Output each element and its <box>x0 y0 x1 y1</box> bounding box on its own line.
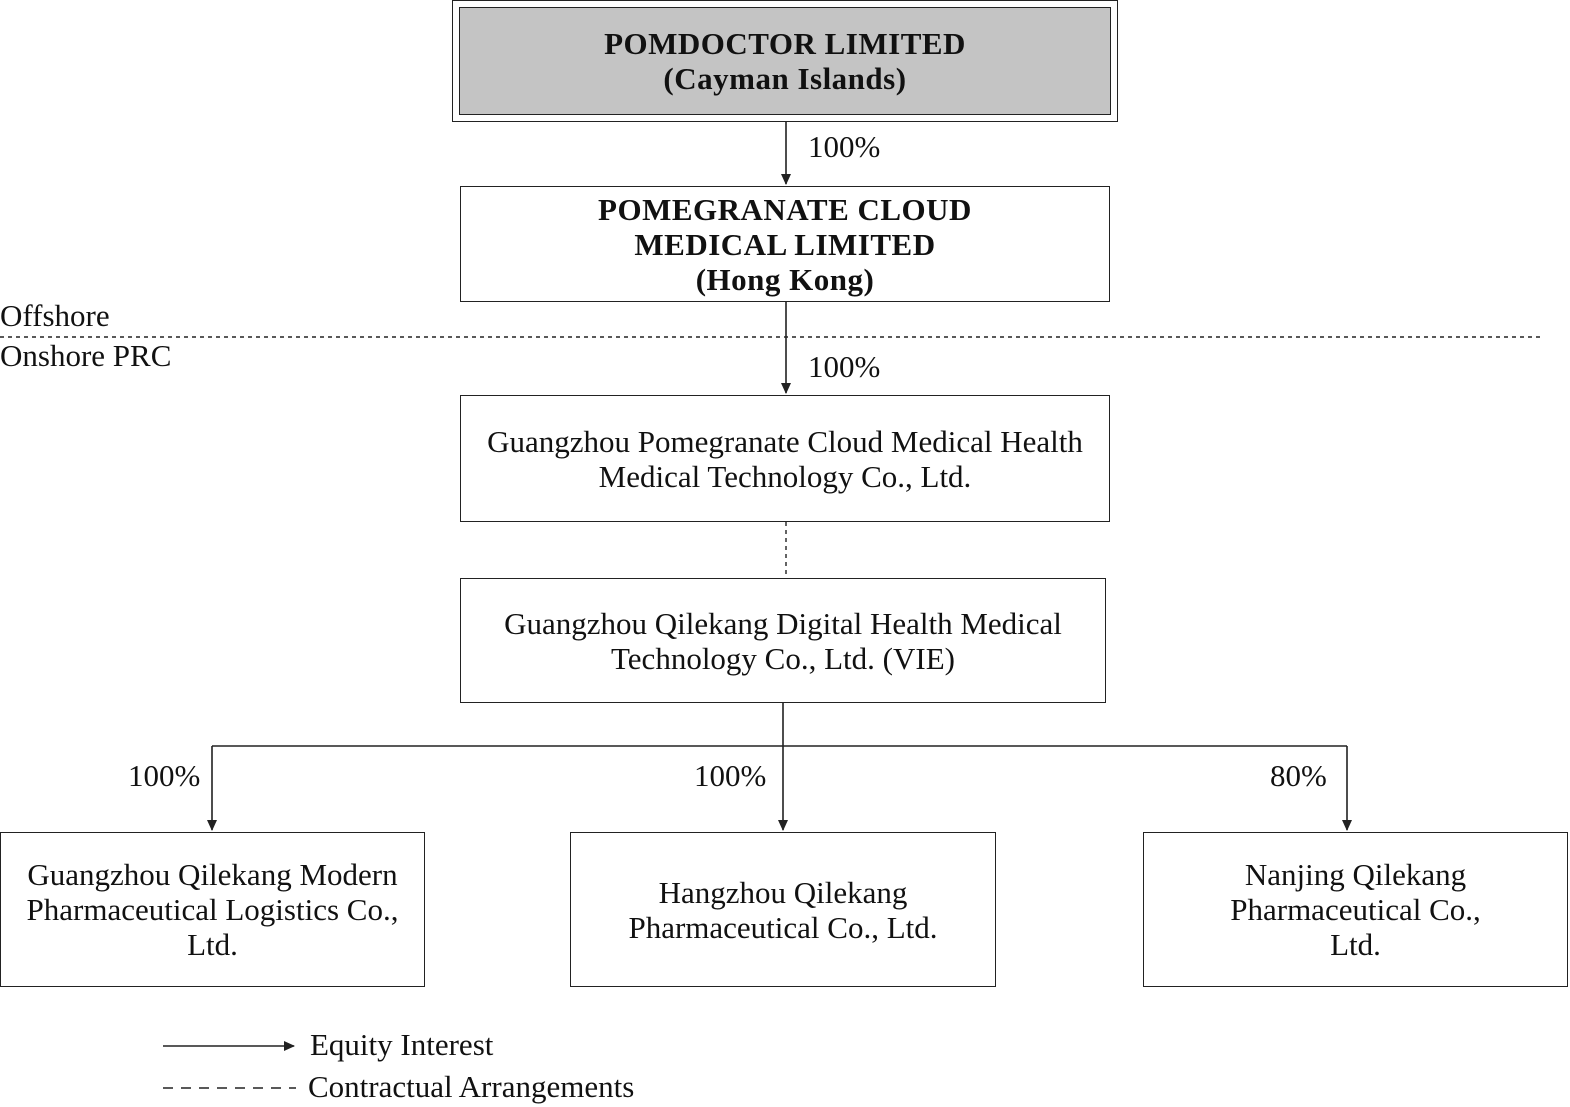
logistics-subsidiary-name-line1: Guangzhou Qilekang Modern <box>27 857 398 892</box>
hk-entity-name-line1: POMEGRANATE CLOUD <box>598 191 972 227</box>
hangzhou-subsidiary-name-line1: Hangzhou Qilekang <box>658 874 908 910</box>
parent-entity-box: POMDOCTOR LIMITED (Cayman Islands) <box>452 0 1118 122</box>
parent-entity-jurisdiction: (Cayman Islands) <box>663 61 907 96</box>
hangzhou-subsidiary-name-line2: Pharmaceutical Co., Ltd. <box>628 909 938 945</box>
legend-equity-label: Equity Interest <box>310 1027 494 1062</box>
hk-entity-jurisdiction: (Hong Kong) <box>695 261 875 297</box>
hk-entity-name-line2: MEDICAL LIMITED <box>634 226 936 262</box>
nanjing-subsidiary-name-line2: Pharmaceutical Co., <box>1230 892 1481 927</box>
wfoe-entity-box: Guangzhou Pomegranate Cloud Medical Heal… <box>460 395 1110 522</box>
ownership-label-parent-to-hk: 100% <box>808 129 881 164</box>
region-label-onshore: Onshore PRC <box>0 338 172 373</box>
nanjing-subsidiary-name-line3: Ltd. <box>1330 927 1381 962</box>
region-label-offshore: Offshore <box>0 298 110 333</box>
wfoe-entity-name-line1: Guangzhou Pomegranate Cloud Medical Heal… <box>487 423 1083 459</box>
vie-entity-name-line2: Technology Co., Ltd. (VIE) <box>611 640 955 676</box>
logistics-subsidiary-name-line2: Pharmaceutical Logistics Co., <box>26 892 399 927</box>
wfoe-entity-name-line2: Medical Technology Co., Ltd. <box>598 458 972 494</box>
logistics-subsidiary-box: Guangzhou Qilekang Modern Pharmaceutical… <box>0 832 425 987</box>
ownership-label-hk-to-wfoe: 100% <box>808 349 881 384</box>
logistics-subsidiary-name-line3: Ltd. <box>187 927 238 962</box>
nanjing-subsidiary-box: Nanjing Qilekang Pharmaceutical Co., Ltd… <box>1143 832 1568 987</box>
parent-entity-inner: POMDOCTOR LIMITED (Cayman Islands) <box>459 7 1111 115</box>
ownership-label-vie-to-logistics: 100% <box>128 758 201 793</box>
parent-entity-name: POMDOCTOR LIMITED <box>604 26 966 61</box>
vie-entity-box: Guangzhou Qilekang Digital Health Medica… <box>460 578 1106 703</box>
hk-entity-box: POMEGRANATE CLOUD MEDICAL LIMITED (Hong … <box>460 186 1110 302</box>
legend-contractual-label: Contractual Arrangements <box>308 1069 635 1104</box>
vie-entity-name-line1: Guangzhou Qilekang Digital Health Medica… <box>504 605 1062 641</box>
ownership-label-vie-to-nanjing: 80% <box>1270 758 1327 793</box>
ownership-label-vie-to-hangzhou: 100% <box>694 758 767 793</box>
nanjing-subsidiary-name-line1: Nanjing Qilekang <box>1244 857 1467 892</box>
hangzhou-subsidiary-box: Hangzhou Qilekang Pharmaceutical Co., Lt… <box>570 832 996 987</box>
